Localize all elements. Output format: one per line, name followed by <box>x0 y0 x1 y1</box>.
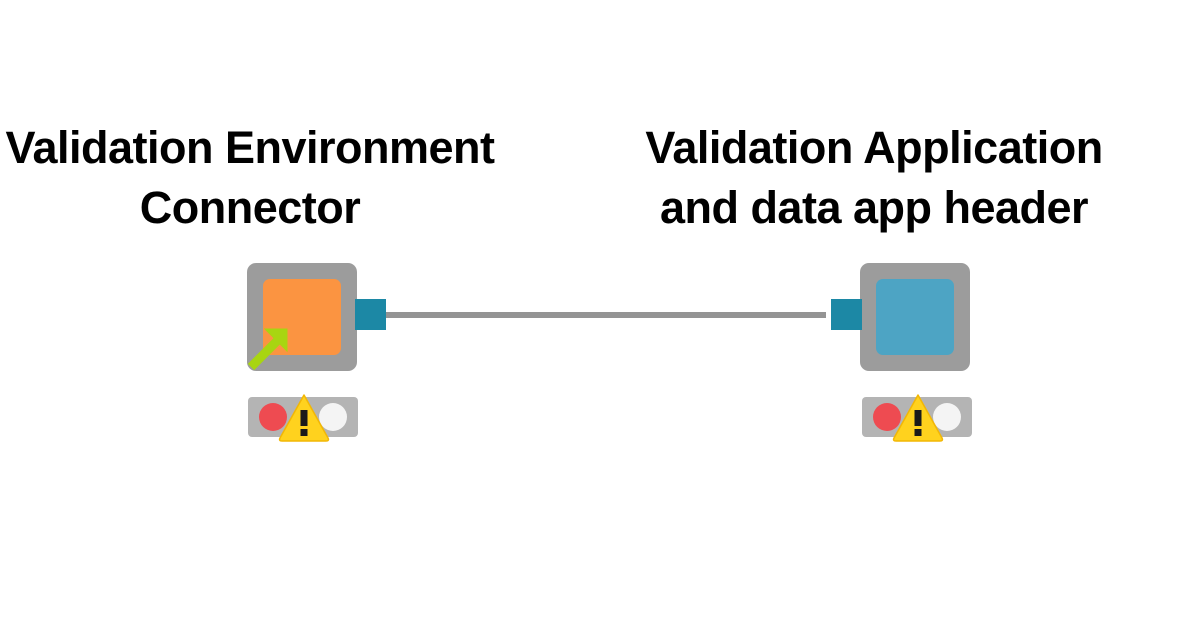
node-input-port[interactable] <box>831 299 862 330</box>
node-title-validation-application-and-data-app-header: Validation Application and data app head… <box>645 122 1103 233</box>
node-output-port[interactable] <box>355 299 386 330</box>
status-white-led-icon <box>933 403 961 431</box>
source-arrow-icon <box>247 321 297 371</box>
node-frame <box>860 263 970 371</box>
warning-triangle-icon[interactable] <box>892 391 944 443</box>
node-status-bar <box>862 394 972 442</box>
node-status-bar <box>248 394 358 442</box>
node-body-icon <box>876 279 954 355</box>
node-title-validation-environment-connector: Validation Environment Connector <box>5 122 495 233</box>
status-red-led-icon <box>259 403 287 431</box>
status-white-led-icon <box>319 403 347 431</box>
status-red-led-icon <box>873 403 901 431</box>
node-connection-line[interactable] <box>386 312 826 318</box>
warning-triangle-icon[interactable] <box>278 391 330 443</box>
